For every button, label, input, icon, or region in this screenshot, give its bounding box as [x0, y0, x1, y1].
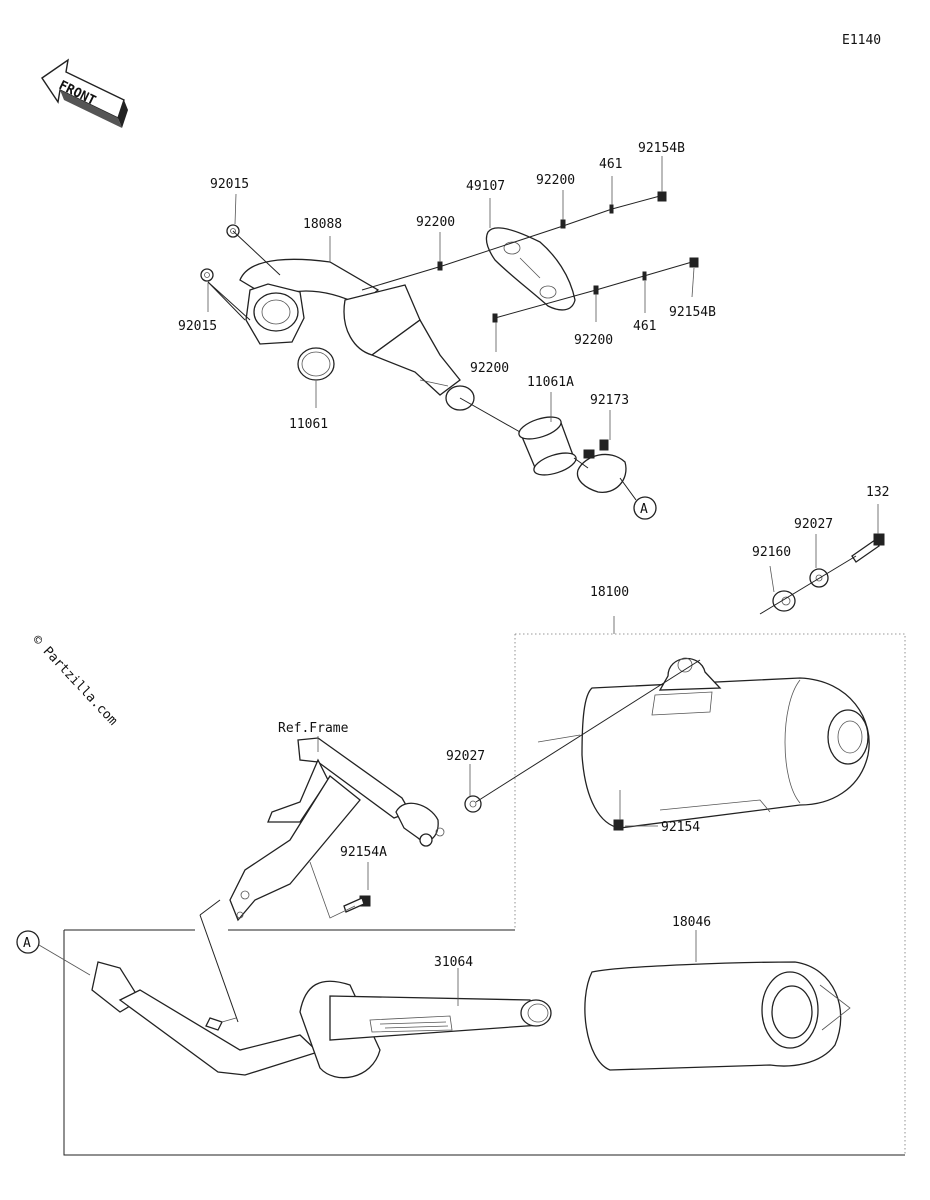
label-92160: 92160	[752, 545, 791, 560]
silencer-box	[63, 899, 905, 1156]
label-92173: 92173	[590, 393, 629, 408]
front-arrow-icon: FRONT	[41, 58, 128, 128]
ref-frame-label: Ref.Frame	[278, 721, 349, 736]
muffler-box	[514, 616, 906, 1155]
label-18046: 18046	[672, 915, 711, 930]
label-92200-d: 92200	[574, 333, 613, 348]
label-92200-b: 92200	[536, 173, 575, 188]
frame-bracket	[229, 737, 445, 922]
label-92015-left: 92015	[178, 319, 217, 334]
label-461-a: 461	[599, 157, 622, 172]
diagram-code: E1140	[842, 33, 881, 48]
callout-a-bottom-label: A	[23, 936, 31, 951]
bolt-92154	[613, 819, 624, 831]
label-132: 132	[866, 485, 889, 500]
part-labels: 92015 92015 18088 11061 92200 49107 9220…	[178, 141, 889, 970]
muffler-18100	[537, 657, 870, 829]
label-92200-a: 92200	[416, 215, 455, 230]
nut-92015-left	[200, 268, 214, 282]
label-92154B-b: 92154B	[669, 305, 716, 320]
label-92027-top: 92027	[794, 517, 833, 532]
label-92200-c: 92200	[470, 361, 509, 376]
label-92154A: 92154A	[340, 845, 387, 860]
label-11061: 11061	[289, 417, 328, 432]
silencer-pipe-31064	[91, 961, 552, 1079]
bolt-132	[851, 533, 885, 563]
label-18100: 18100	[590, 585, 629, 600]
callout-a-top-label: A	[640, 502, 648, 517]
label-461-b: 461	[633, 319, 656, 334]
callout-a-bottom	[16, 930, 40, 954]
heat-guard-49107	[485, 227, 576, 311]
silencer-18046	[584, 961, 851, 1071]
gasket-11061	[297, 347, 335, 381]
label-92154: 92154	[661, 820, 700, 835]
label-92027-mid: 92027	[446, 749, 485, 764]
label-31064: 31064	[434, 955, 473, 970]
label-92154B-a: 92154B	[638, 141, 685, 156]
damper-92160	[772, 590, 796, 612]
label-92015-top: 92015	[210, 177, 249, 192]
label-49107: 49107	[466, 179, 505, 194]
callout-a-top	[633, 496, 657, 520]
washer-92027-mid	[464, 795, 482, 813]
label-11061A: 11061A	[527, 375, 574, 390]
header-pipe-18088	[239, 258, 475, 411]
watermark: © Partzilla.com	[29, 632, 120, 728]
label-18088: 18088	[303, 217, 342, 232]
connector-pipe-11061A	[518, 416, 577, 476]
clamp-92173	[576, 439, 627, 493]
